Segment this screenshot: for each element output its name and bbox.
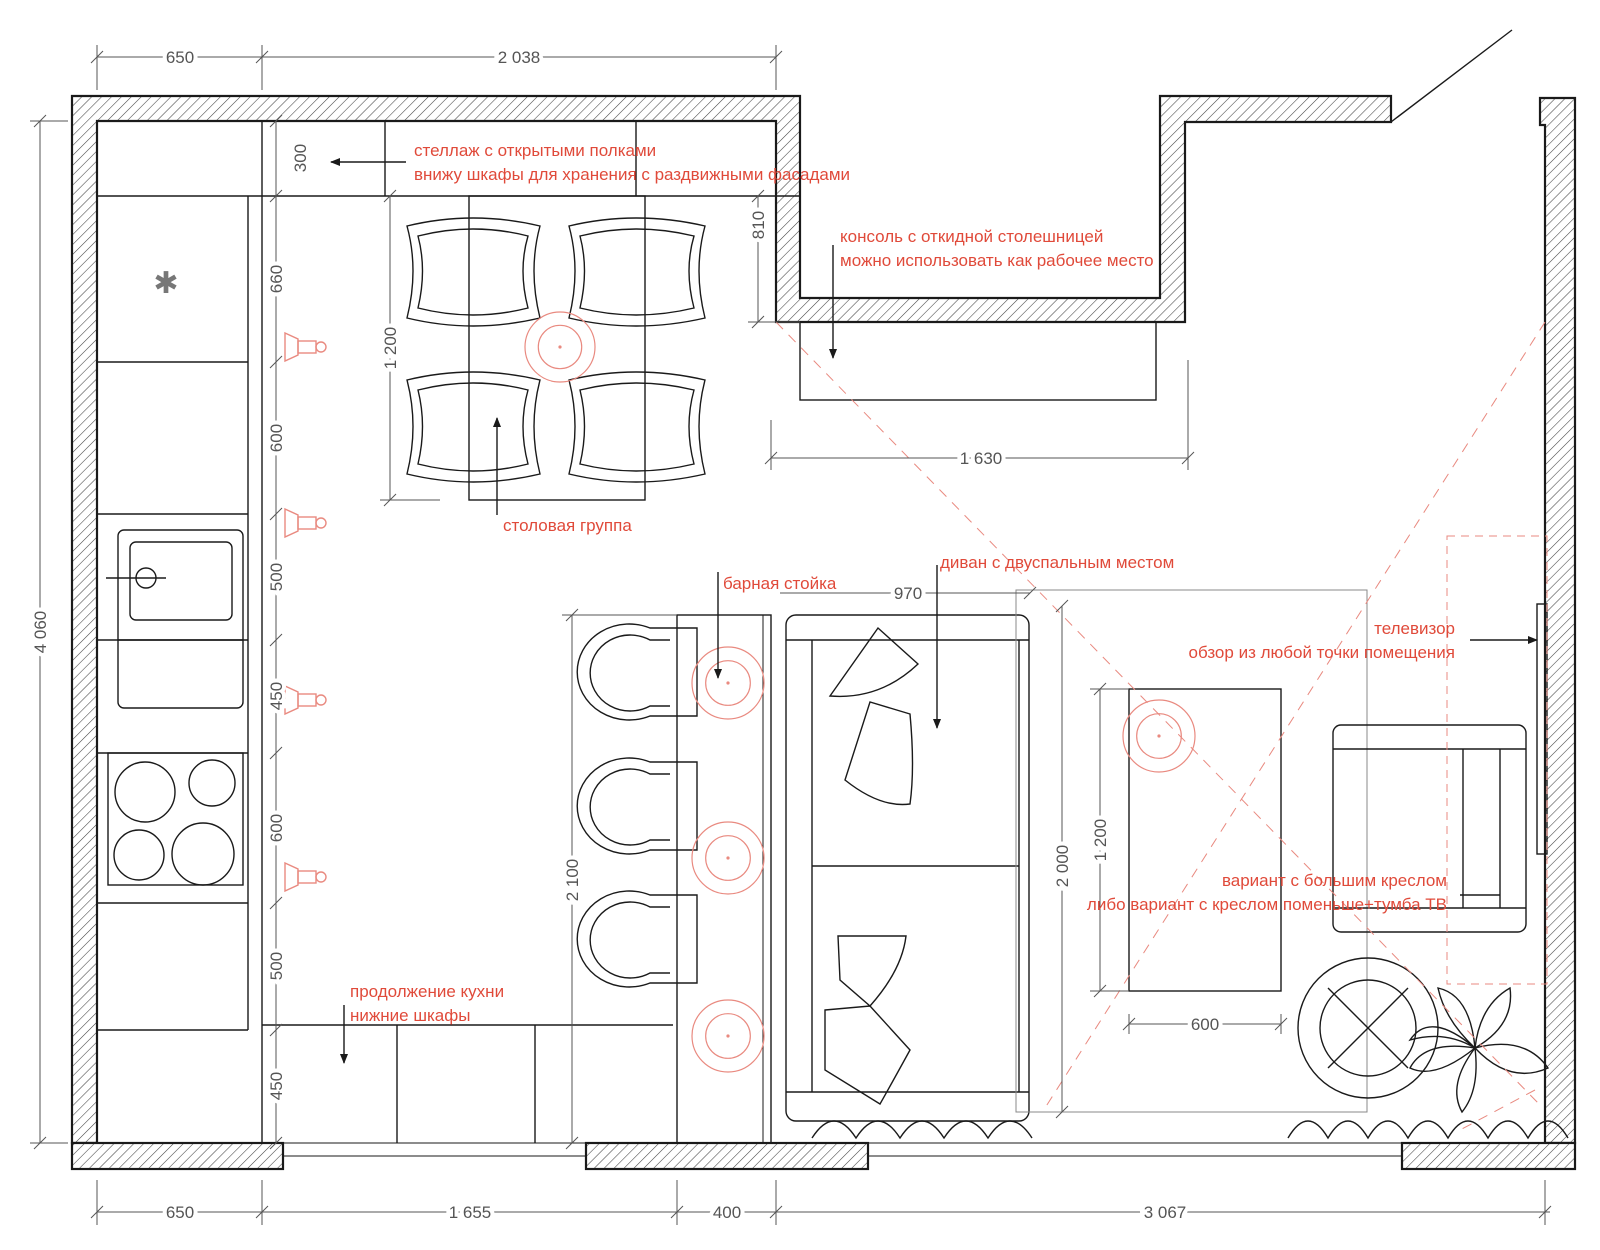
note-tv-line-2: обзор из любой точки помещения	[1189, 643, 1455, 662]
tv	[1536, 603, 1548, 855]
wall-sconce-icon	[284, 331, 327, 363]
coffee-table	[1128, 688, 1282, 992]
bar-stools	[576, 623, 698, 988]
kitchen-run: ✱	[97, 121, 800, 1143]
dining-chair	[568, 217, 706, 327]
dim-console-depth: 810	[749, 211, 768, 239]
dim-run-1: 660	[267, 265, 286, 293]
note-sofa: диван с двуспальным местом	[940, 553, 1174, 572]
dining-chair	[406, 371, 541, 483]
bar-counter	[676, 614, 772, 1144]
note-bar: барная стойка	[723, 574, 837, 593]
wall-bottom-left	[70, 1141, 285, 1171]
note-armchair-line-1: вариант с большим креслом	[1222, 871, 1447, 890]
dim-sofa-length: 2 000	[1053, 845, 1072, 888]
ceiling-light-icon	[524, 311, 596, 383]
cooktop	[107, 752, 244, 886]
dim-console-width: 1 630	[960, 449, 1003, 468]
wall-right	[1538, 96, 1577, 1145]
console-table	[799, 321, 1157, 401]
wall-bottom-right	[1400, 1141, 1577, 1171]
dining-chair	[406, 217, 541, 327]
ceiling-lights	[524, 311, 1196, 1073]
tv-zone	[1446, 535, 1548, 985]
dim-table-depth: 1 200	[381, 327, 400, 370]
lower-cabinets	[262, 1024, 673, 1143]
note-dining: столовая группа	[503, 516, 632, 535]
note-shelving-line-1: стеллаж с открытыми полками	[414, 141, 656, 160]
dim-top-kitchen: 650	[166, 48, 194, 67]
dim-run-2: 600	[267, 424, 286, 452]
ceiling-light-icon	[691, 999, 765, 1073]
bar-stool	[576, 623, 698, 721]
ceiling-light-icon	[691, 821, 765, 895]
dim-bar-width: 970	[894, 584, 922, 603]
dim-coffee-length: 1 200	[1091, 819, 1110, 862]
dim-left-total: 4 060	[31, 611, 50, 654]
note-kitchen-line-1: продолжение кухни	[350, 982, 504, 1001]
dim-coffee-width: 600	[1191, 1015, 1219, 1034]
bar-stool	[576, 890, 698, 988]
dim-bottom-aisle: 1 655	[449, 1203, 492, 1222]
dimension-labels: 650 2 038 650 1 655 400 3 067 4 060 300 …	[27, 44, 1223, 1226]
dim-run-0: 300	[291, 144, 310, 172]
curtains	[811, 1120, 1569, 1140]
dining-chair	[568, 371, 706, 483]
dim-bar-length: 2 100	[563, 859, 582, 902]
dining-group	[406, 195, 706, 501]
note-tv-line-1: телевизор	[1374, 619, 1455, 638]
dim-run-6: 500	[267, 952, 286, 980]
note-shelving-line-2: внижу шкафы для хранения с раздвижными ф…	[414, 165, 850, 184]
walls	[70, 29, 1577, 1171]
dim-bottom-bar: 400	[713, 1203, 741, 1222]
note-armchair-line-2: либо вариант с креслом поменьше+тумба ТВ	[1087, 895, 1447, 914]
dimension-lines	[30, 45, 1552, 1225]
annotations: стеллаж с открытыми полками внижу шкафы …	[350, 141, 1455, 1025]
zone-outline	[1015, 589, 1368, 1113]
note-console-line-2: можно использовать как рабочее место	[840, 251, 1154, 270]
dim-run-7: 450	[267, 1072, 286, 1100]
dim-bottom-kitchen: 650	[166, 1203, 194, 1222]
dim-run-3: 500	[267, 563, 286, 591]
wall-sconces	[284, 331, 327, 893]
wall-left-top-main	[70, 94, 1393, 1145]
note-kitchen-line-2: нижние шкафы	[350, 1006, 470, 1025]
wall-sconce-icon	[284, 507, 327, 539]
dim-top-room: 2 038	[498, 48, 541, 67]
round-table-icon	[1297, 957, 1439, 1099]
ceiling-light-icon	[1122, 699, 1196, 773]
sofa	[785, 614, 1030, 1122]
wall-sconce-icon	[284, 684, 327, 716]
dim-bottom-living: 3 067	[1144, 1203, 1187, 1222]
wall-sconce-icon	[284, 861, 327, 893]
bar-stool	[576, 757, 698, 855]
sink	[106, 529, 244, 709]
wall-bottom-mid	[584, 1141, 870, 1171]
asterisk-icon: ✱	[153, 266, 178, 301]
dining-table	[468, 195, 646, 501]
dim-run-4: 450	[267, 682, 286, 710]
leader-arrows	[330, 158, 1538, 1064]
armchair	[1332, 724, 1527, 933]
tv-sight-lines	[775, 321, 1546, 1131]
note-console-line-1: консоль с откидной столешницей	[840, 227, 1103, 246]
plant-icon	[1408, 986, 1550, 1114]
door-swing-line	[1390, 29, 1513, 123]
cushion	[824, 626, 920, 1105]
ceiling-light-icon	[691, 646, 765, 720]
dim-run-5: 600	[267, 814, 286, 842]
